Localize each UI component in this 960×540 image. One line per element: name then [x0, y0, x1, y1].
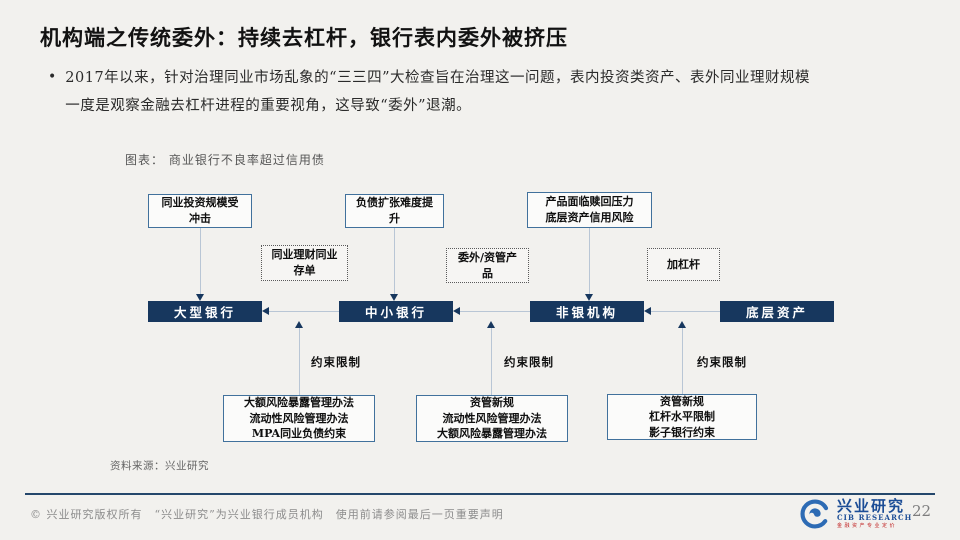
entity-banner-nonbank-institutions: 非银机构 [530, 301, 644, 322]
cause-box-liability-expansion: 负债扩张难度提 升 [345, 194, 444, 228]
policy-box-large-exposure-rules: 大额风险暴露管理办法 流动性风险管理办法 MPA同业负债约束 [223, 395, 375, 442]
logo-tagline: 金融资产专业定价 [837, 522, 898, 529]
constraint-label: 约束限制 [697, 355, 747, 369]
bullet-text: 2017年以来，针对治理同业市场乱象的“三三四”大检查旨在治理这一问题，表内投资… [65, 70, 810, 115]
logo-name-en: CIB RESEARCH [837, 513, 913, 523]
connector-line [299, 328, 300, 396]
bullet-marker: • [48, 69, 57, 85]
constraint-label: 约束限制 [311, 355, 361, 369]
arrow-up-icon [678, 321, 686, 328]
cib-swirl-icon [800, 499, 830, 529]
logo-name-cn: 兴业研究 [837, 496, 906, 515]
arrow-down-icon [585, 294, 593, 301]
arrow-down-icon [390, 294, 398, 301]
arrow-left-icon [644, 307, 651, 315]
channel-box-leverage-up: 加杠杆 [647, 248, 720, 281]
policy-box-asset-mgmt-rules: 资管新规 流动性风险管理办法 大额风险暴露管理办法 [416, 395, 568, 442]
logo-text-block: 兴业研究 CIB RESEARCH 金融资产专业定价 [837, 496, 913, 530]
entity-banner-underlying-assets: 底层资产 [720, 301, 834, 322]
constraint-label: 约束限制 [504, 355, 554, 369]
connector-line [589, 228, 590, 296]
entity-banner-large-banks: 大型银行 [148, 301, 262, 322]
arrow-down-icon [196, 294, 204, 301]
connector-line [651, 311, 720, 312]
arrow-up-icon [487, 321, 495, 328]
footer-disclaimer: © 兴业研究版权所有 “兴业研究”为兴业银行成员机构 使用前请参阅最后一页重要声… [30, 508, 504, 521]
policy-box-leverage-shadow-banking: 资管新规 杠杆水平限制 影子银行约束 [607, 394, 757, 440]
connector-line [269, 311, 339, 312]
figure-caption: 图表： 商业银行不良率超过信用债 [125, 153, 325, 167]
connector-line [200, 228, 201, 296]
cause-box-redemption-pressure: 产品面临赎回压力 底层资产信用风险 [527, 192, 652, 228]
slide-title: 机构端之传统委外：持续去杠杆，银行表内委外被挤压 [40, 25, 568, 50]
arrow-up-icon [295, 321, 303, 328]
connector-line [394, 228, 395, 296]
cib-research-logo: 兴业研究 CIB RESEARCH 金融资产专业定价 [798, 497, 912, 531]
entity-banner-small-medium-banks: 中小银行 [339, 301, 453, 322]
connector-line [682, 328, 683, 395]
arrow-left-icon [453, 307, 460, 315]
footer-divider [25, 493, 935, 495]
cause-box-interbank-investment: 同业投资规模受 冲击 [148, 194, 252, 228]
connector-line [491, 328, 492, 396]
page-number: 22 [912, 502, 932, 520]
channel-box-interbank-wmp-ncd: 同业理财同业 存单 [261, 245, 348, 281]
arrow-left-icon [262, 307, 269, 315]
connector-line [460, 311, 530, 312]
channel-box-outsourcing-asset-mgmt: 委外/资管产 品 [446, 248, 529, 283]
source-note: 资料来源：兴业研究 [110, 460, 209, 472]
bullet-item: • 2017年以来，针对治理同业市场乱象的“三三四”大检查旨在治理这一问题，表内… [48, 64, 920, 121]
